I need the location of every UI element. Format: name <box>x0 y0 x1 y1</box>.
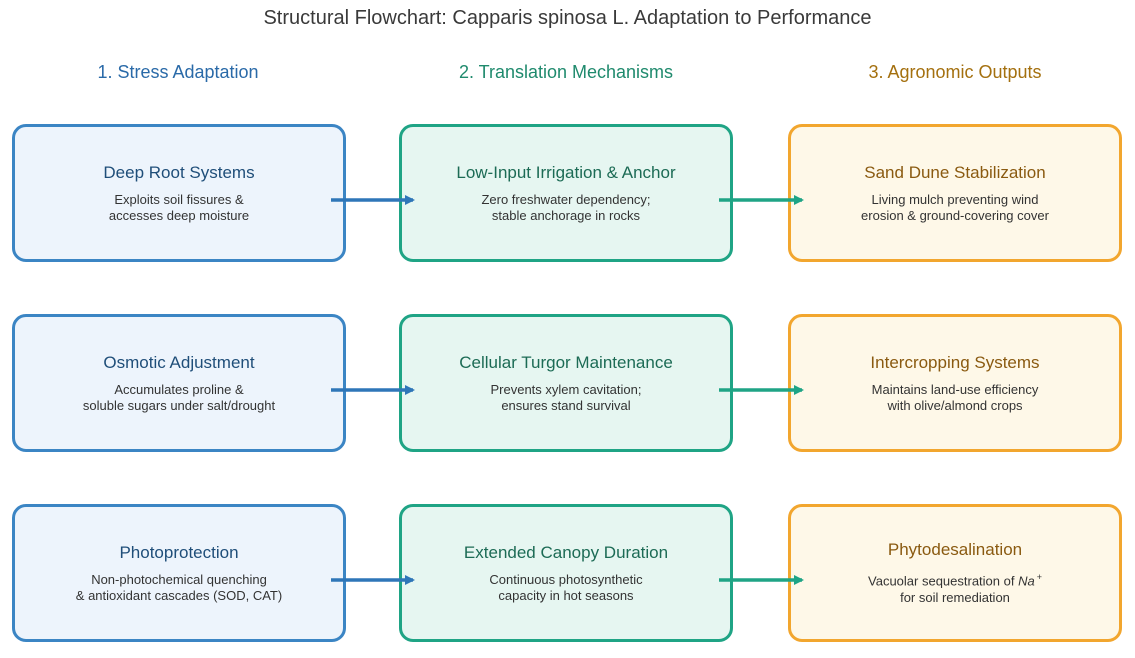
node-title: Phytodesalination <box>887 540 1023 560</box>
node-description: Vacuolar sequestration of Na+ for soil r… <box>868 569 1042 605</box>
node-cellular-turgor-maintenance: Cellular Turgor Maintenance Prevents xyl… <box>399 314 733 452</box>
node-description-text: Vacuolar sequestration of <box>868 573 1019 589</box>
node-description: Accumulates proline & soluble sugars und… <box>83 382 275 414</box>
node-description-line: Maintains land-use efficiency <box>871 381 1039 397</box>
node-description-line: Zero freshwater dependency; <box>481 191 651 207</box>
node-sand-dune-stabilization: Sand Dune Stabilization Living mulch pre… <box>788 124 1122 262</box>
node-description: Zero freshwater dependency; stable ancho… <box>481 192 650 224</box>
node-extended-canopy-duration: Extended Canopy Duration Continuous phot… <box>399 504 733 642</box>
node-description: Exploits soil fissures & accesses deep m… <box>109 192 249 224</box>
node-title: Sand Dune Stabilization <box>864 162 1046 182</box>
node-description-line: Non-photochemical quenching <box>91 571 267 587</box>
node-description-line: with olive/almond crops <box>887 397 1023 413</box>
node-description-line: for soil remediation <box>900 589 1010 605</box>
node-description-line: Exploits soil fissures & <box>114 191 244 207</box>
node-description-line: Vacuolar sequestration of Na+ <box>868 569 1042 589</box>
node-description: Non-photochemical quenching & antioxidan… <box>76 572 282 604</box>
column-header-agronomic-outputs: 3. Agronomic Outputs <box>868 62 1042 82</box>
node-title: Osmotic Adjustment <box>103 352 255 372</box>
node-description: Prevents xylem cavitation; ensures stand… <box>490 382 641 414</box>
node-title: Photoprotection <box>119 542 239 562</box>
node-description-line: ensures stand survival <box>501 397 631 413</box>
node-description-line: erosion & ground-covering cover <box>861 207 1049 223</box>
node-description-line: capacity in hot seasons <box>498 587 634 603</box>
node-title: Intercropping Systems <box>870 352 1040 372</box>
node-description-line: accesses deep moisture <box>108 207 250 223</box>
node-description-line: Continuous photosynthetic <box>489 571 643 587</box>
node-title: Extended Canopy Duration <box>463 542 669 562</box>
node-description-line: Living mulch preventing wind <box>871 191 1039 207</box>
node-title: Low-Input Irrigation & Anchor <box>456 162 676 182</box>
node-deep-root-systems: Deep Root Systems Exploits soil fissures… <box>12 124 346 262</box>
node-photoprotection: Photoprotection Non-photochemical quench… <box>12 504 346 642</box>
ion-charge: + <box>1036 572 1042 583</box>
diagram-title: Structural Flowchart: Capparis spinosa L… <box>263 7 872 29</box>
node-description-line: soluble sugars under salt/drought <box>82 397 276 413</box>
node-description-line: stable anchorage in rocks <box>491 207 641 223</box>
column-header-stress-adaptation: 1. Stress Adaptation <box>97 62 259 82</box>
node-description: Maintains land-use efficiency with olive… <box>872 382 1039 414</box>
node-phytodesalination: Phytodesalination Vacuolar sequestration… <box>788 504 1122 642</box>
column-header-translation-mechanisms: 2. Translation Mechanisms <box>458 62 674 82</box>
node-description: Continuous photosynthetic capacity in ho… <box>489 572 642 604</box>
node-description-line: & antioxidant cascades (SOD, CAT) <box>75 587 283 603</box>
node-description-line: Prevents xylem cavitation; <box>490 381 642 397</box>
sodium-ion-symbol: Na <box>1018 573 1035 589</box>
node-low-input-irrigation: Low-Input Irrigation & Anchor Zero fresh… <box>399 124 733 262</box>
node-description-line: Accumulates proline & <box>114 381 244 397</box>
node-osmotic-adjustment: Osmotic Adjustment Accumulates proline &… <box>12 314 346 452</box>
node-title: Deep Root Systems <box>103 162 255 182</box>
node-title: Cellular Turgor Maintenance <box>459 352 673 372</box>
node-description: Living mulch preventing wind erosion & g… <box>861 192 1049 224</box>
node-intercropping-systems: Intercropping Systems Maintains land-use… <box>788 314 1122 452</box>
